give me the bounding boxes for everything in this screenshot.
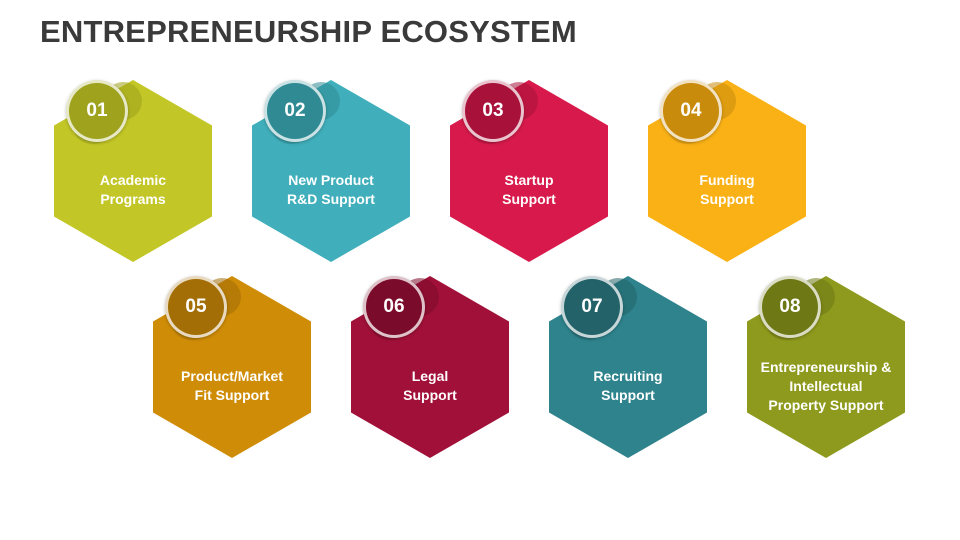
number-badge: 05 [165,276,241,340]
item-label: Product/Market Fit Support [181,368,283,403]
number-badge: 03 [462,80,538,144]
badge-circle [363,276,425,338]
badge-circle [462,80,524,142]
badge-circle [561,276,623,338]
page-title: ENTREPRENEURSHIP ECOSYSTEM [40,14,577,49]
badge-circle [165,276,227,338]
badge-circle [66,80,128,142]
item-number: 03 [482,100,504,121]
item-label: Academic Programs [99,172,167,207]
badge-circle [264,80,326,142]
item-number: 05 [185,296,207,317]
item-label: Entrepreneurship & Intellectual Property… [760,358,892,413]
item-number: 08 [779,296,801,317]
number-badge: 07 [561,276,637,340]
number-badge: 04 [660,80,736,144]
item-number: 06 [383,296,405,317]
item-label: New Product R&D Support [287,172,375,207]
item-label: Recruiting Support [593,368,663,403]
item-label: Startup Support [502,172,556,207]
number-badge: 06 [363,276,439,340]
badge-circle [759,276,821,338]
item-number: 02 [284,100,306,121]
number-badge: 02 [264,80,340,144]
badge-circle [660,80,722,142]
item-number: 07 [581,296,603,317]
item-label: Funding Support [699,172,755,207]
item-number: 01 [86,100,108,121]
number-badge: 08 [759,276,835,340]
item-label: Legal Support [403,368,457,403]
item-number: 04 [680,100,702,121]
number-badge: 01 [66,80,142,144]
